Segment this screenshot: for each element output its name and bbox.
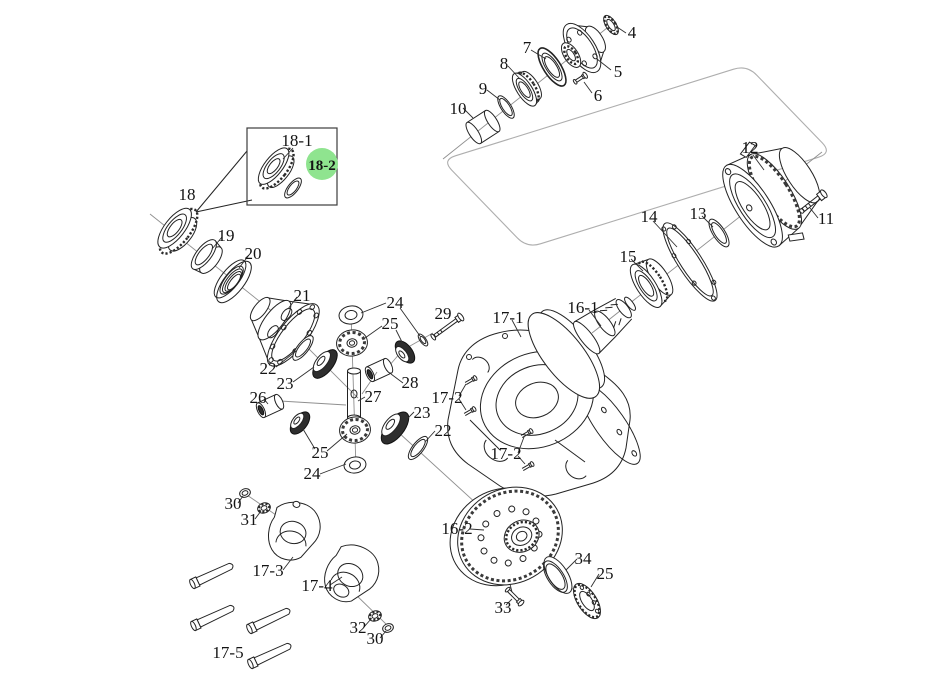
part-4-lock-nut (603, 14, 619, 36)
callout-17-1: 17-1 (492, 308, 523, 327)
part-32-lock-washer (368, 610, 382, 622)
callout-32: 32 (350, 618, 367, 637)
part-23-side-gear (380, 411, 410, 445)
callout-28: 28 (402, 373, 419, 392)
part-8-bearing (511, 70, 542, 107)
callout-22b: 22 (435, 421, 452, 440)
part-10-spacer-bush (465, 109, 501, 145)
callout-15: 15 (620, 247, 637, 266)
callout-17-3: 17-3 (252, 561, 283, 580)
part-31-lock-washer (257, 502, 271, 514)
part-24-thrust-washer (343, 456, 367, 474)
part-15-bearing (629, 258, 674, 308)
highlight-circle-18-2[interactable] (306, 148, 338, 180)
part-7-oil-seal (537, 47, 567, 87)
part-18-bearing (157, 207, 199, 255)
part-30-nut (239, 488, 251, 498)
part-17-3-bearing-cap (268, 500, 321, 561)
part-18-1-bearing (257, 147, 295, 190)
callout-20: 20 (245, 244, 262, 263)
part-9-washer-ring (497, 95, 515, 119)
callout-5: 5 (614, 62, 623, 81)
callout-25b: 25 (312, 443, 329, 462)
callout-30b: 30 (367, 629, 384, 648)
callout-25a: 25 (382, 314, 399, 333)
callout-24b: 24 (304, 464, 322, 483)
callout-18-2-highlighted[interactable]: 18-2 (308, 158, 336, 174)
callout-27: 27 (365, 387, 383, 406)
part-11-bolt (799, 189, 828, 214)
leader-lines (211, 26, 819, 639)
part-25-planet-gear (289, 411, 311, 435)
phantom-boundary-band (447, 67, 827, 246)
detail-box-18 (195, 127, 338, 213)
callout-23a: 23 (277, 374, 294, 393)
callout-labels: 4 5 6 7 8 9 10 11 12 13 14 15 16-1 16-2 … (179, 23, 835, 662)
part-18-2-ring (284, 177, 302, 199)
callout-19: 19 (218, 226, 235, 245)
callout-23b: 23 (414, 403, 431, 422)
part-6-bolt (572, 71, 588, 85)
part-28-cross-shaft-arm (364, 357, 394, 383)
part-25-planet-gear (336, 329, 368, 357)
callout-18-1: 18-1 (281, 131, 312, 150)
part-22-thrust-washer (407, 435, 429, 461)
callout-4: 4 (628, 23, 637, 42)
part-24-thrust-washer (338, 305, 364, 325)
callout-18: 18 (179, 185, 196, 204)
part-27-spider-shaft (347, 367, 361, 422)
callout-11: 11 (818, 209, 834, 228)
part-25-planet-gear (394, 340, 416, 364)
part-17-4-bearing-cap (324, 544, 380, 603)
part-19-bearing-cup (190, 239, 223, 274)
callout-6: 6 (594, 86, 603, 105)
part-21-differential-case (249, 296, 320, 367)
part-14-gasket (661, 222, 718, 302)
callout-34: 34 (575, 549, 593, 568)
part-22-thrust-washer (292, 335, 314, 361)
callout-9: 9 (479, 79, 488, 98)
callout-26: 26 (250, 388, 267, 407)
part-29-washer (417, 333, 429, 347)
part-17-5-bolts (189, 562, 292, 670)
callout-17-2b: 17-2 (490, 444, 521, 463)
part-25-bearing-cone (573, 582, 601, 620)
callout-17-2a: 17-2 (431, 388, 462, 407)
callout-22a: 22 (260, 359, 277, 378)
callout-29: 29 (435, 304, 452, 323)
callout-13: 13 (690, 204, 707, 223)
part-13-o-ring (708, 218, 730, 248)
callout-7: 7 (523, 38, 532, 57)
callout-30a: 30 (225, 494, 242, 513)
callout-16-1: 16-1 (567, 298, 598, 317)
callout-21: 21 (294, 286, 311, 305)
part-26-cross-shaft-arm (255, 393, 285, 419)
callout-25c: 25 (597, 564, 614, 583)
part-29-bolt (430, 312, 465, 341)
callout-12: 12 (742, 138, 759, 157)
part-5-companion-flange (560, 22, 606, 74)
callout-10: 10 (450, 99, 467, 118)
callout-33: 33 (495, 598, 512, 617)
part-16-1-drive-pinion (527, 296, 637, 399)
part-17-2-bolts (463, 375, 535, 471)
callout-31: 31 (241, 510, 258, 529)
callout-16-2: 16-2 (441, 519, 472, 538)
part-33-bolt (504, 586, 525, 607)
part-23-side-gear (312, 349, 338, 379)
part-30-nut (382, 623, 394, 633)
callout-24a: 24 (387, 293, 405, 312)
callout-17-5: 17-5 (212, 643, 243, 662)
callout-14: 14 (641, 207, 659, 226)
part-12-bearing-cage (722, 141, 821, 248)
callout-17-4: 17-4 (301, 576, 333, 595)
part-16-2-ring-gear (449, 486, 563, 587)
callout-8: 8 (500, 54, 509, 73)
part-25-planet-gear (339, 416, 371, 444)
